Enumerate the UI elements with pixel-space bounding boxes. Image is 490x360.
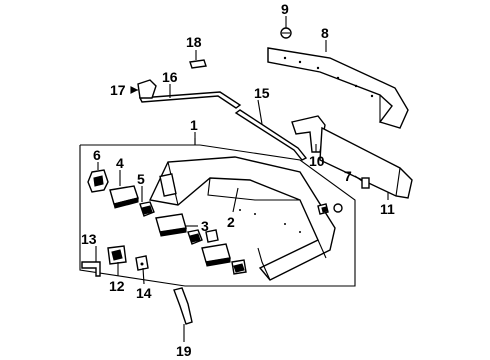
callout-5: 5: [137, 171, 145, 187]
callout-9: 9: [281, 1, 289, 17]
moulding-strip: [234, 109, 308, 161]
callout-8: 8: [321, 25, 329, 41]
callout-1: 1: [190, 117, 198, 133]
callout-6: 6: [93, 147, 101, 163]
callout-2: 2: [227, 214, 235, 230]
bracket-12: [107, 245, 127, 265]
impact-strip: [267, 47, 409, 129]
pad-4: [109, 185, 139, 209]
bracket-13: [81, 261, 101, 277]
callout-17: 17: [110, 82, 126, 98]
upper-trim: [138, 91, 242, 109]
bracket-5: [139, 201, 155, 217]
callout-3: 3: [201, 218, 209, 234]
callout-19: 19: [176, 343, 192, 359]
callout-13: 13: [81, 231, 97, 247]
callout-10: 10: [309, 153, 325, 169]
callout-15: 15: [254, 85, 270, 101]
side-reinforcement: [319, 126, 413, 199]
callout-7: 7: [344, 168, 352, 184]
bumper-cover: [148, 156, 336, 281]
lower-trim-19: [173, 287, 193, 325]
bracket-6: [87, 169, 109, 193]
bracket-17: [137, 79, 157, 99]
clip-7: [354, 175, 370, 189]
callout-11: 11: [380, 201, 395, 217]
callout-14: 14: [136, 285, 152, 301]
arrow-17: [130, 86, 139, 94]
callout-labels: 1 2 3 4 5 6 7 8 9 10 11 12 13 14 15 16 1…: [81, 1, 395, 359]
callout-18: 18: [186, 34, 202, 50]
bracket-14: [135, 255, 149, 271]
leader-lines: [95, 16, 389, 342]
callout-4: 4: [116, 155, 124, 171]
pad-3: [155, 213, 203, 245]
callout-16: 16: [162, 69, 178, 85]
callout-12: 12: [109, 278, 125, 294]
cap-18: [189, 59, 207, 69]
fasteners: [317, 203, 343, 215]
pad-lower: [201, 229, 247, 275]
clip-9: [280, 27, 292, 39]
